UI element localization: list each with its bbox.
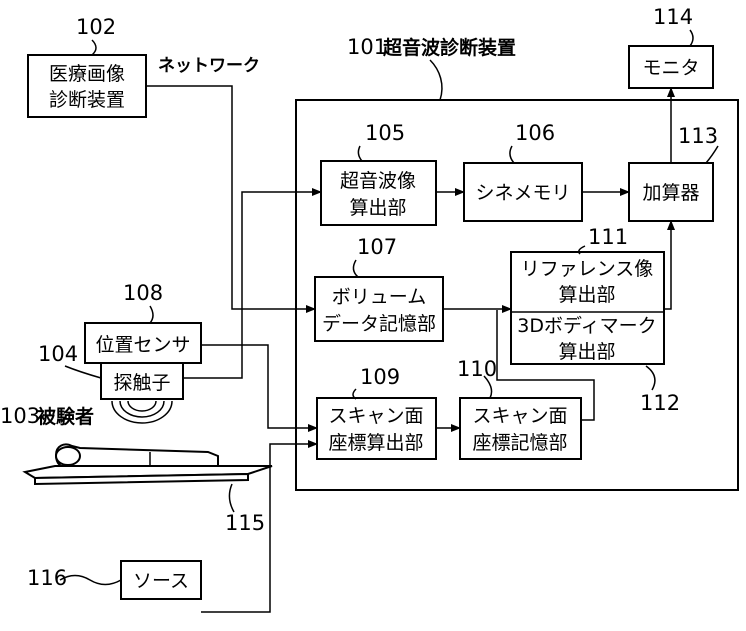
monitor-leader (690, 30, 693, 46)
bed-ref: 115 (225, 511, 265, 535)
subject-ref: 103 (0, 404, 40, 428)
scan-plane-coord-memory-ref: 110 (457, 357, 497, 381)
monitor-ref: 114 (653, 5, 693, 29)
scan-plane-coord-calc-ref: 109 (360, 365, 400, 389)
probe-ref: 104 (38, 342, 78, 366)
reference-image-calc-line1: リファレンス像 (521, 258, 654, 280)
body-mark-calc-leader (646, 366, 655, 390)
position-sensor-label: 位置センサ (95, 334, 190, 356)
device-label: 超音波診断装置 (382, 36, 516, 59)
position-sensor-leader (150, 306, 153, 323)
body-mark-calc-line1: 3Dボディマーク (517, 315, 656, 337)
bed-icon (25, 466, 272, 484)
ultrasound-image-calc-line2: 算出部 (349, 197, 406, 219)
ultrasound-image-calc-line1: 超音波像 (340, 170, 416, 192)
device-leader-line (430, 60, 442, 100)
source-ref: 116 (27, 566, 67, 590)
reference-image-calc-ref: 111 (588, 225, 628, 249)
adder-leader (706, 146, 718, 163)
medical-image-device-leader (92, 40, 96, 55)
volume-data-memory-line1: ボリューム (332, 286, 426, 308)
position-sensor-ref: 108 (123, 281, 163, 305)
ultrasound-image-calc-leader (358, 146, 362, 161)
cine-memory-leader (510, 146, 514, 163)
medical-image-device-line1: 医療画像 (49, 63, 125, 85)
volume-data-memory-ref: 107 (357, 235, 397, 259)
body-mark-calc-line2: 算出部 (558, 341, 615, 363)
volume-data-memory-line2: データ記憶部 (322, 313, 436, 335)
adder-ref: 113 (678, 124, 718, 148)
device-ref: 101 (347, 35, 387, 59)
subject-label: 被験者 (37, 405, 94, 428)
reference-image-calc-line2: 算出部 (558, 284, 615, 306)
source-leader (60, 576, 121, 585)
scan-plane-coord-memory-line2: 座標記憶部 (472, 432, 567, 454)
scan-plane-coord-memory-line1: スキャン面 (472, 405, 567, 427)
medical-image-device-line2: 診断装置 (49, 89, 125, 111)
volume-data-memory-leader (353, 260, 358, 277)
source-label: ソース (133, 570, 189, 592)
subject-body-icon (56, 444, 218, 468)
scan-plane-coord-calc-line1: スキャン面 (328, 405, 423, 427)
probe-label: 探触子 (113, 372, 170, 394)
cine-memory-ref: 106 (515, 121, 555, 145)
ultrasound-image-calc-ref: 105 (365, 121, 405, 145)
cine-memory-label: シネメモリ (475, 182, 570, 204)
probe-leader (65, 366, 101, 378)
ultrasound-wave-icon (112, 401, 172, 423)
scan-plane-coord-calc-line2: 座標算出部 (328, 432, 423, 454)
network-label: ネットワーク (158, 56, 260, 76)
bed-leader (229, 484, 234, 512)
body-mark-calc-ref: 112 (640, 391, 680, 415)
medical-image-device-ref: 102 (76, 15, 116, 39)
adder-label: 加算器 (642, 182, 699, 204)
monitor-label: モニタ (642, 57, 699, 79)
